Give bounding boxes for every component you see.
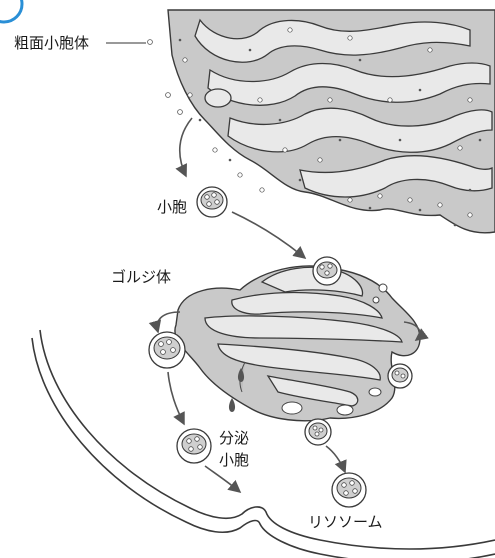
- cell-membrane: [31, 329, 495, 558]
- arrow-vesicle-to-golgi: [231, 211, 307, 260]
- label-secretory-vesicle-line2: 小胞: [219, 451, 249, 469]
- label-rough-er: 粗面小胞体: [14, 34, 89, 52]
- arrow-golgi-right-curl: [403, 321, 429, 341]
- golgi-incoming-vesicle: [312, 256, 342, 286]
- arrow-er-to-vesicle: [175, 117, 193, 178]
- secretory-vesicle: [176, 428, 212, 464]
- arrow-golgi-to-left-vesicle: [148, 311, 181, 334]
- droplet: [228, 398, 236, 412]
- droplet: [237, 368, 245, 382]
- golgi-lower-vesicle: [304, 418, 332, 446]
- arrow-to-exocytosis: [204, 465, 242, 494]
- corner-badge: [0, 0, 24, 24]
- arrow-to-secretory-vesicle: [167, 371, 185, 426]
- golgi-left-vesicle: [148, 331, 186, 369]
- arrow-to-lysosome: [325, 445, 347, 474]
- free-ribosomes: [147, 39, 183, 115]
- label-secretory-vesicle-line1: 分泌: [219, 429, 249, 447]
- label-golgi: ゴルジ体: [111, 268, 171, 286]
- rough-er: [167, 9, 495, 234]
- golgi-apparatus: [174, 265, 421, 422]
- golgi-side-vesicle: [387, 363, 413, 389]
- transport-vesicle: [196, 186, 228, 218]
- label-lysosome: リソソーム: [308, 513, 383, 531]
- label-vesicle: 小胞: [157, 198, 187, 216]
- lysosome: [331, 472, 367, 508]
